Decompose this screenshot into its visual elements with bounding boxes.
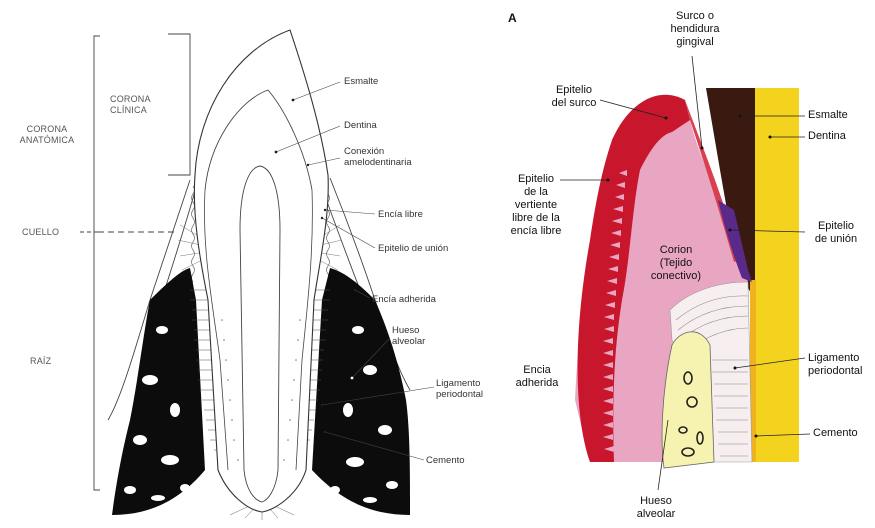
label-ligamento-periodontal-right: Ligamento periodontal (808, 352, 862, 378)
dentin-band (755, 88, 799, 520)
label-epitelio-vertiente: Epitelio de la vertiente libre de la enc… (500, 173, 572, 238)
label-epitelio-surco: Epitelio del surco (544, 84, 604, 110)
label-hueso-alveolar-right: Hueso alveolar (628, 495, 684, 521)
label-corion: Corion (Tejido conectivo) (636, 244, 716, 283)
label-encia-adherida-right: Encia adherida (512, 364, 562, 390)
label-dentina-right: Dentina (808, 130, 846, 143)
label-esmalte-right: Esmalte (808, 109, 848, 122)
label-cemento-right: Cemento (813, 427, 858, 440)
label-surco-gingival: Surco o hendidura gingival (660, 10, 730, 49)
panel-letter: A (508, 12, 517, 25)
label-epitelio-union-right: Epitelio de unión (808, 220, 864, 246)
